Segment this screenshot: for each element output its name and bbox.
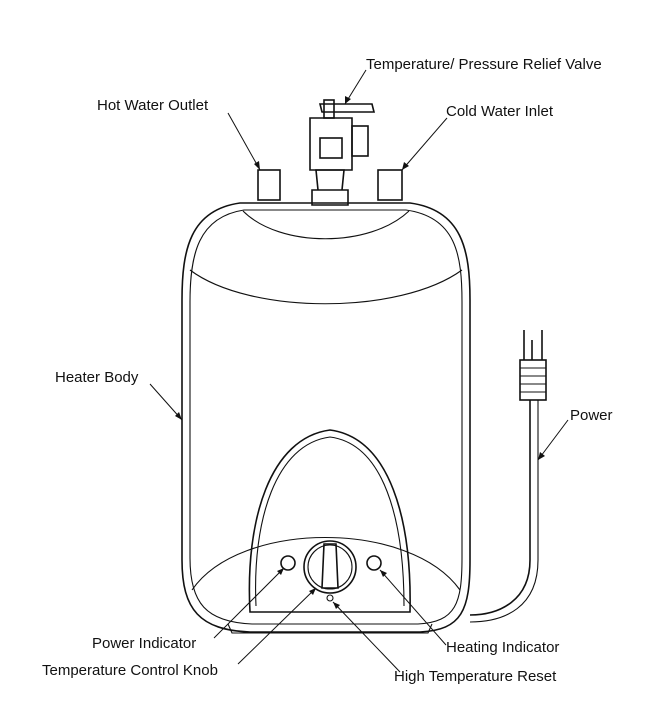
relief-valve-neck (315, 169, 345, 191)
heater-body-inner-outline (189, 209, 463, 625)
power-plug-body (519, 359, 547, 401)
upper-band-curve (189, 269, 463, 305)
leader-hot-water-outlet (227, 112, 261, 171)
label-power-indicator: Power Indicator (92, 635, 197, 652)
label-heater-body: Heater Body (55, 369, 139, 386)
heater-body-outline (181, 202, 471, 633)
control-panel-inner (255, 436, 405, 607)
relief-valve-body (309, 117, 353, 171)
leader-temperature-knob (237, 587, 317, 665)
label-cold-water-inlet: Cold Water Inlet (446, 103, 553, 120)
label-relief-valve: Temperature/ Pressure Relief Valve (366, 56, 602, 73)
label-heating-indicator: Heating Indicator (446, 639, 560, 656)
power-cord (469, 400, 531, 616)
relief-valve-base (311, 189, 349, 206)
leader-power (537, 419, 569, 461)
top-dome-curve (242, 210, 410, 240)
heating-indicator-lamp (366, 555, 382, 571)
label-high-temperature-reset: High Temperature Reset (394, 668, 557, 685)
control-panel-outline (248, 429, 411, 613)
leader-lines (149, 69, 569, 673)
label-temperature-control-knob: Temperature Control Knob (42, 662, 218, 679)
relief-valve-side-outlet (351, 125, 369, 157)
cold-water-inlet-pipe (377, 169, 403, 201)
label-power: Power (570, 407, 613, 424)
relief-valve-lever (318, 103, 376, 113)
high-temp-reset-button (326, 594, 334, 602)
relief-valve-lever-pivot (323, 99, 335, 119)
leader-heater-body (149, 383, 183, 421)
power-cord-inner (469, 400, 539, 623)
power-plug-prongs (523, 330, 543, 360)
base-plate (227, 623, 433, 634)
label-hot-water-outlet: Hot Water Outlet (97, 97, 209, 114)
temperature-knob-rim (307, 544, 353, 590)
leader-high-temp-reset (332, 601, 401, 673)
temperature-knob-grip (321, 543, 339, 589)
power-indicator-lamp (280, 555, 296, 571)
power-plug-ridges (520, 367, 546, 393)
leader-heating-indicator (379, 569, 447, 646)
lower-band-curve (191, 537, 461, 591)
relief-valve-port (319, 137, 343, 159)
temperature-knob-body (303, 540, 357, 594)
hot-water-outlet-pipe (257, 169, 281, 201)
leader-power-indicator (213, 567, 285, 639)
leader-cold-water-inlet (401, 117, 448, 171)
